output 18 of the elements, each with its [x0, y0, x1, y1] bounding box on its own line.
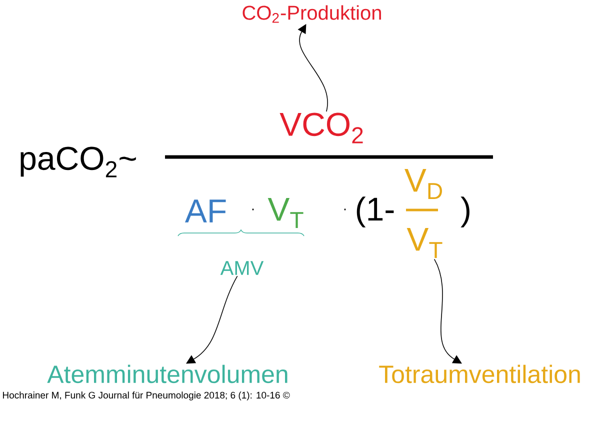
- multiplication-dot: ·: [252, 208, 254, 210]
- formula-term: paCO$_{2}$~: [20, 146, 136, 178]
- formula-term: AF: [184, 200, 226, 222]
- formula-term: V$_{T}$: [268, 198, 304, 228]
- brace-label: AMV: [220, 261, 264, 275]
- formula-term: (1-: [356, 196, 394, 228]
- arrow: [434, 258, 462, 364]
- citation-text: Hochrainer M, Funk G Journal für Pneumologie 2018; 6 (1): 10-16 ©: [3, 392, 290, 400]
- multiplication-dot: ·: [344, 208, 346, 210]
- result-label: Atemminutenvolumen: [47, 364, 288, 384]
- result-label: Totraumventilation: [379, 364, 580, 384]
- denominator-term: V$_{T}$: [406, 228, 442, 258]
- arrow: [298, 24, 328, 112]
- numerator-term: VCO$_{2}$: [280, 112, 363, 144]
- arrow: [186, 276, 238, 364]
- result-label: CO$_{2}$-Produktion: [242, 5, 381, 23]
- numerator-term: V$_{D}$: [404, 168, 442, 199]
- formula-term: ): [460, 196, 470, 228]
